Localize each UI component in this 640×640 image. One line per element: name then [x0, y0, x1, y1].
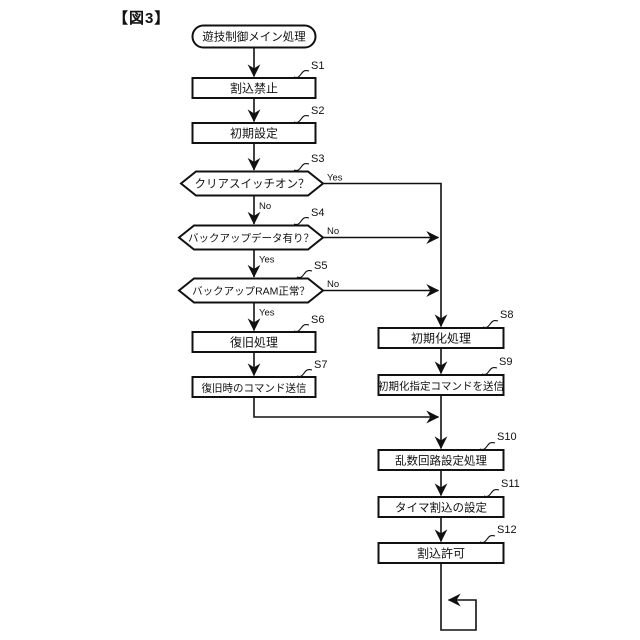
flowchart-node-s7: 復旧時のコマンド送信 — [191, 376, 317, 398]
step-id-s4: S4 — [311, 207, 324, 219]
branch-label-yes-s4: Yes — [259, 255, 275, 266]
process-box-s8 — [377, 327, 505, 349]
flowchart-node-s6: 復旧処理 — [191, 331, 317, 353]
step-id-s5: S5 — [314, 260, 327, 272]
step-id-s7: S7 — [314, 359, 327, 371]
branch-label-no-s5: No — [327, 279, 339, 290]
process-box-s9 — [377, 374, 505, 396]
branch-label-yes-s5: Yes — [259, 308, 275, 319]
flowchart-node-s3: クリアスイッチオン？ — [179, 170, 325, 197]
flowchart-node-s8: 初期化処理 — [377, 327, 505, 349]
figure-number-label: 【図3】 — [113, 10, 171, 27]
step-id-s12: S12 — [497, 524, 517, 536]
step-label-s9: 初期化指定コマンドを送信 — [378, 380, 504, 393]
branch-label-yes-s3: Yes — [327, 173, 343, 184]
process-box-s11 — [377, 496, 505, 518]
start-terminal-label: 遊技制御メイン処理 — [202, 30, 306, 44]
step-label-s3: クリアスイッチオン？ — [195, 178, 310, 191]
decision-hexagon-s5 — [177, 277, 325, 304]
callout-squiggle-s9 — [481, 366, 498, 376]
step-id-s1: S1 — [311, 60, 324, 72]
branch-label-no-s3: No — [259, 201, 271, 212]
step-label-s10: 乱数回路設定処理 — [395, 454, 487, 468]
start-terminal-shape — [191, 24, 317, 49]
step-id-s11: S11 — [501, 478, 520, 490]
step-label-s11: タイマ割込の設定 — [395, 501, 487, 515]
branch-labels: Yes No No Yes No Yes — [259, 173, 343, 319]
process-box-s1 — [191, 77, 317, 99]
callout-squiggle-s2 — [293, 114, 310, 124]
decision-hexagon-s3 — [179, 170, 325, 197]
process-box-s12 — [377, 542, 505, 564]
arrow-endless-loop — [440, 563, 477, 631]
step-label-s1: 割込禁止 — [230, 81, 278, 96]
step-id-s9: S9 — [499, 356, 512, 368]
process-box-s2 — [191, 122, 317, 144]
callout-squiggle-s10 — [479, 441, 496, 451]
callout-squiggle-s8 — [482, 319, 499, 329]
step-id-s6: S6 — [311, 314, 324, 326]
step-label-s6: 復旧処理 — [230, 335, 278, 350]
callout-squiggle-s7 — [296, 368, 313, 378]
callout-squiggle-s12 — [479, 534, 496, 544]
flow-connectors — [247, 47, 477, 631]
callout-squiggle-s6 — [293, 323, 310, 333]
step-label-s8: 初期化処理 — [411, 332, 471, 346]
callout-squiggle-s3 — [293, 162, 310, 172]
branch-label-no-s4: No — [327, 226, 339, 237]
flowchart-node-s10: 乱数回路設定処理 — [377, 449, 505, 471]
process-box-s7 — [191, 376, 317, 398]
flowchart-node-start: 遊技制御メイン処理 — [191, 24, 317, 49]
step-id-s10: S10 — [497, 431, 517, 443]
process-box-s10 — [377, 449, 505, 471]
flowchart-node-s4: バックアップデータ有り？ — [177, 224, 325, 251]
callout-squiggle-s1 — [293, 69, 310, 79]
flowchart-node-s1: 割込禁止 — [191, 77, 317, 99]
decision-hexagon-s4 — [177, 224, 325, 251]
flowchart-node-s11: タイマ割込の設定 — [377, 496, 505, 518]
flowchart-node-s5: バックアップRAM正常？ — [177, 277, 325, 304]
step-id-s3: S3 — [311, 153, 324, 165]
step-id-s8: S8 — [500, 309, 513, 321]
arrow-s7-merge — [253, 397, 440, 424]
flowchart-node-s9: 初期化指定コマンドを送信 — [377, 374, 505, 396]
step-id-callouts: S1 S2 S3 S4 S5 S6 S7 S8 S9 S10 S11 S12 — [293, 60, 520, 544]
callout-squiggle-s5 — [296, 269, 313, 279]
process-box-s6 — [191, 331, 317, 353]
step-label-s4: バックアップデータ有り？ — [188, 232, 314, 245]
flowchart-node-s12: 割込許可 — [377, 542, 505, 564]
step-label-s2: 初期設定 — [230, 126, 278, 141]
step-label-s7: 復旧時のコマンド送信 — [202, 382, 307, 395]
step-id-s2: S2 — [311, 105, 324, 117]
flowchart-node-s2: 初期設定 — [191, 122, 317, 144]
step-label-s12: 割込許可 — [417, 546, 465, 561]
callout-squiggle-s11 — [483, 488, 500, 498]
arrow-s3-yes-to-s8 — [323, 182, 448, 328]
callout-squiggle-s4 — [293, 216, 310, 226]
step-label-s5: バックアップRAM正常？ — [192, 285, 310, 298]
